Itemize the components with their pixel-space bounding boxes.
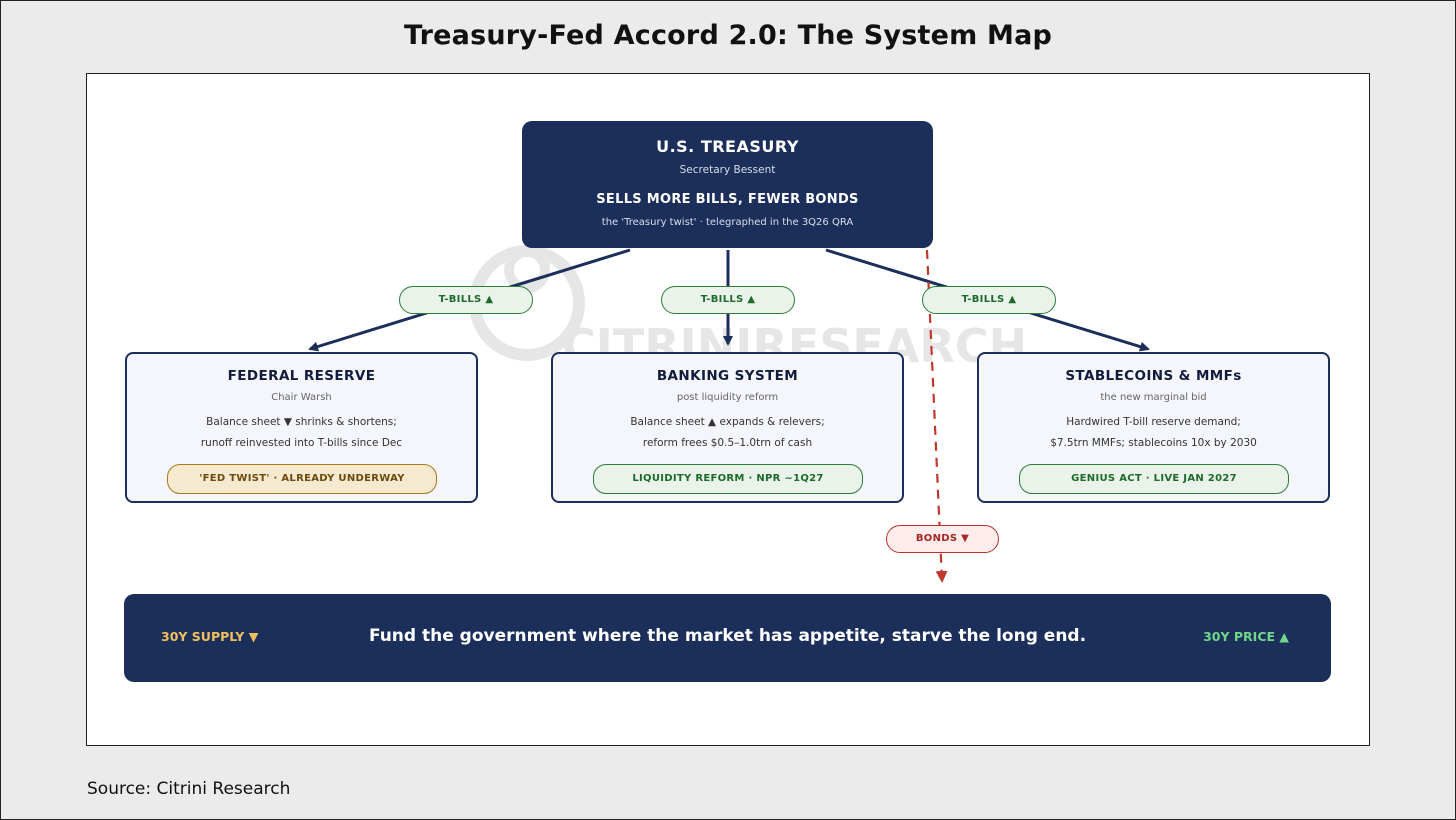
source-note: Source: Citrini Research [87, 779, 291, 799]
treasury-node: U.S. TREASURY Secretary Bessent SELLS MO… [522, 121, 933, 248]
federal-reserve-node: FEDERAL RESERVE Chair Warsh Balance shee… [125, 352, 478, 503]
bank-line-1: Balance sheet ▲ expands & relevers; [630, 416, 825, 428]
stablecoins-line-1: Hardwired T-bill reserve demand; [1066, 416, 1241, 428]
stablecoins-subtitle: the new marginal bid [1100, 392, 1207, 403]
banking-system-node: BANKING SYSTEM post liquidity reform Bal… [551, 352, 904, 503]
tbills-label-fed: T-BILLS ▲ [399, 286, 533, 314]
tbills-label-bank: T-BILLS ▲ [661, 286, 795, 314]
stablecoins-node: STABLECOINS & MMFs the new marginal bid … [977, 352, 1330, 503]
bonds-label: BONDS ▼ [886, 525, 999, 553]
tbills-label-stablecoins: T-BILLS ▲ [922, 286, 1056, 314]
treasury-headline: SELLS MORE BILLS, FEWER BONDS [596, 192, 859, 207]
figure-title: Treasury-Fed Accord 2.0: The System Map [403, 20, 1053, 51]
bank-subtitle: post liquidity reform [676, 392, 779, 403]
bank-line-2: reform frees $0.5–1.0trn of cash [642, 437, 813, 449]
stablecoins-line-2: $7.5trn MMFs; stablecoins 10x by 2030 [1050, 437, 1257, 449]
stablecoins-status-tag: GENIUS ACT · LIVE JAN 2027 [1019, 464, 1289, 494]
fed-line-2: runoff reinvested into T-bills since Dec [200, 437, 403, 449]
fed-subtitle: Chair Warsh [271, 392, 332, 403]
treasury-title: U.S. TREASURY [656, 137, 799, 156]
banner-message: Fund the government where the market has… [368, 626, 1087, 646]
fed-status-tag: 'FED TWIST' · ALREADY UNDERWAY [167, 464, 437, 494]
treasury-subtitle: Secretary Bessent [679, 164, 776, 176]
stablecoins-title: STABLECOINS & MMFs [1065, 368, 1242, 384]
bank-status-tag: LIQUIDITY REFORM · NPR ~1Q27 [593, 464, 863, 494]
bottom-banner: 30Y SUPPLY ▼ Fund the government where t… [124, 594, 1331, 682]
supply-indicator: 30Y SUPPLY ▼ [161, 629, 259, 644]
treasury-note: the 'Treasury twist' · telegraphed in th… [601, 217, 854, 228]
fed-line-1: Balance sheet ▼ shrinks & shortens; [206, 416, 397, 428]
price-indicator: 30Y PRICE ▲ [1203, 629, 1289, 644]
bank-title: BANKING SYSTEM [656, 368, 799, 384]
fed-title: FEDERAL RESERVE [227, 368, 376, 384]
